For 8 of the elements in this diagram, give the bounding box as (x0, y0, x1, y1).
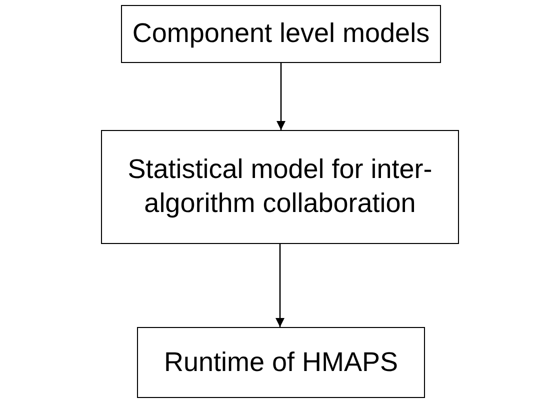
box-label: Statistical model for inter-algorithm collaboration (126, 153, 434, 220)
process-box (121, 5, 441, 63)
box-label: Component level models (132, 17, 430, 50)
process-box (137, 327, 425, 398)
box-label: Runtime of HMAPS (164, 346, 398, 379)
process-box (101, 130, 459, 244)
arrow (276, 244, 284, 327)
arrow (276, 63, 286, 130)
